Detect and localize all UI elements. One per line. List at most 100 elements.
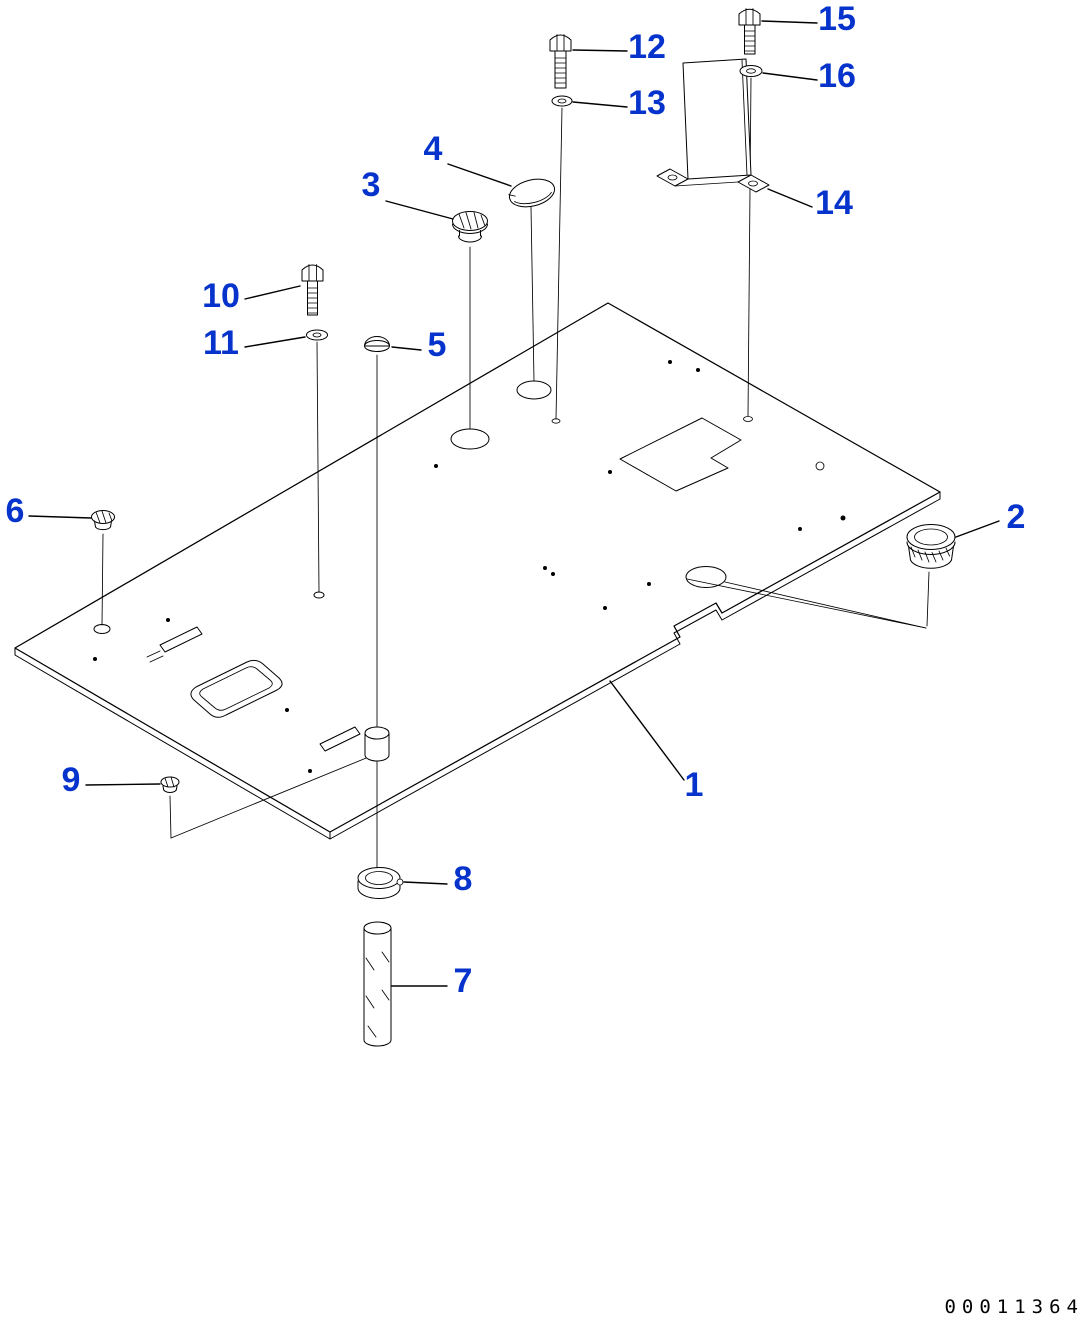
leader-line-3	[385, 200, 454, 220]
plug-top	[906, 524, 956, 550]
plate-hole-oval-3	[450, 428, 490, 450]
bracket-left-hole	[667, 174, 678, 181]
bracket-edge-line	[741, 59, 748, 176]
assembly-lines	[101, 77, 930, 869]
part-12-bolt	[549, 34, 572, 89]
leader-line-4	[447, 163, 512, 187]
leader-line-1	[609, 680, 685, 781]
assembly-line-part-6	[101, 533, 104, 626]
bracket-left-tab	[656, 168, 689, 187]
clamp-bottom	[357, 887, 401, 899]
leader-line-16	[762, 72, 818, 81]
assembly-line-part-15	[747, 77, 752, 417]
part-15-bolt	[738, 8, 761, 55]
callouts: 1 2 3 4 5 6 7 8 9 10 11 12 13 14 15 16	[6, 0, 1026, 1000]
leader-line-13	[572, 101, 628, 108]
plate-hole-oval-2	[685, 566, 727, 588]
tube-body	[363, 927, 392, 1047]
washer-hole	[557, 98, 567, 104]
part-14-bracket	[656, 58, 770, 193]
callout-16: 16	[818, 57, 856, 95]
pilot-hole	[603, 606, 607, 610]
bracket-right-tab	[737, 174, 770, 193]
plug-bottom	[910, 559, 952, 569]
bolt-threads	[744, 30, 756, 52]
pilot-hole	[285, 708, 289, 712]
assembly-line-part-4	[530, 206, 535, 382]
assembly-line-part-12	[555, 107, 563, 420]
part-7-tube	[363, 921, 392, 1047]
pilot-hole	[166, 618, 170, 622]
bolt-shank	[744, 24, 756, 55]
pilot-hole	[608, 470, 612, 474]
pilot-hole	[696, 368, 700, 372]
leader-line-11	[244, 336, 306, 348]
plug-hatching	[164, 776, 175, 788]
plug-dome	[364, 336, 390, 347]
plug-hatching	[95, 510, 113, 524]
plate-small-hole-11	[313, 591, 325, 599]
bracket-right-hole	[748, 180, 758, 187]
leader-lines	[28, 20, 1000, 987]
plate-slot-left	[159, 626, 203, 653]
callout-6: 6	[6, 492, 25, 530]
plate-small-hole-15	[743, 416, 753, 422]
callout-14: 14	[815, 184, 853, 222]
callout-3: 3	[362, 166, 381, 204]
pilot-hole	[840, 515, 846, 521]
pilot-hole	[543, 566, 547, 570]
callout-2: 2	[1007, 498, 1026, 536]
assembly-line-part-2b	[724, 581, 927, 629]
callout-13: 13	[628, 84, 666, 122]
part-10-bolt	[301, 264, 324, 316]
bushing-body	[364, 732, 390, 762]
callout-15: 15	[818, 0, 856, 38]
plate-bushing	[364, 726, 390, 762]
part-13-washer	[551, 95, 573, 107]
plate-slot-bottom	[319, 726, 361, 752]
callout-12: 12	[628, 28, 666, 66]
leader-line-9	[85, 783, 161, 786]
plug-hatching	[458, 212, 486, 230]
callout-9: 9	[62, 761, 81, 799]
plate-access-opening-inner	[199, 666, 273, 711]
pilot-hole	[798, 527, 802, 531]
cover-outline	[508, 178, 556, 208]
plug-dome	[160, 776, 180, 788]
bolt-head-facets	[745, 8, 754, 26]
plug-top-inner	[914, 528, 948, 546]
plug-bottom	[163, 788, 177, 793]
leader-line-10	[244, 285, 301, 300]
part-5-plug	[364, 336, 390, 352]
plug-dome	[91, 510, 115, 524]
assembly-line-part-2a	[686, 578, 927, 629]
bracket-bend-line	[674, 181, 739, 187]
callout-1: 1	[685, 766, 704, 804]
callout-11: 11	[203, 324, 239, 362]
plug-bottom	[95, 526, 111, 531]
plug-base	[364, 340, 390, 352]
pilot-hole	[308, 769, 312, 773]
plug-skirt	[162, 785, 178, 790]
bushing-top	[364, 726, 390, 740]
plug-dome	[452, 211, 488, 231]
part-4-cover	[508, 178, 556, 208]
bolt-shank	[554, 50, 567, 89]
plate-tick-marks	[146, 650, 164, 663]
part-16-washer	[739, 65, 763, 77]
callout-10: 10	[202, 277, 240, 315]
leader-line-15	[761, 20, 818, 24]
plug-hatching	[910, 546, 950, 563]
plate-outline	[14, 302, 941, 833]
pilot-hole	[815, 461, 825, 471]
plug-bottom	[458, 235, 482, 243]
pilot-hole	[93, 657, 97, 661]
part-11-washer	[306, 329, 328, 341]
plate-small-hole-12	[551, 418, 561, 424]
cover-inner-arc	[514, 191, 552, 205]
pilot-hole	[551, 572, 555, 576]
callout-7: 7	[454, 962, 473, 1000]
leader-line-2	[955, 520, 1000, 538]
